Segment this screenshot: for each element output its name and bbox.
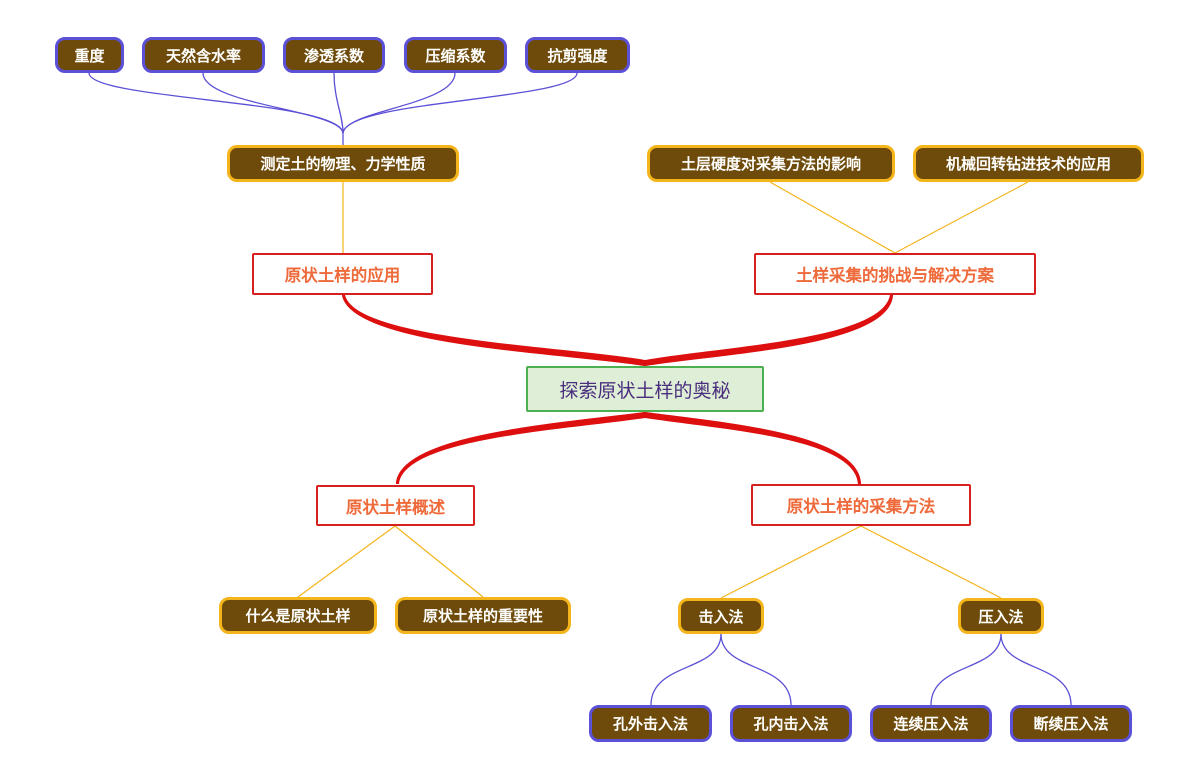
gold-links xyxy=(297,181,1029,599)
topic-label: 什么是原状土样 xyxy=(245,607,351,625)
leaf-intermittent-pressing[interactable]: 断续压入法 xyxy=(1010,705,1132,742)
topic-label: 压入法 xyxy=(978,607,1024,626)
branch-methods[interactable]: 原状土样的采集方法 xyxy=(751,484,971,526)
topic-what-is[interactable]: 什么是原状土样 xyxy=(219,597,377,634)
leaf-label: 重度 xyxy=(74,46,105,65)
branch-application[interactable]: 原状土样的应用 xyxy=(252,253,433,295)
topic-label: 机械回转钻进技术的应用 xyxy=(945,155,1111,173)
branch-challenges-label: 土样采集的挑战与解决方案 xyxy=(796,266,994,285)
branch-methods-label: 原状土样的采集方法 xyxy=(786,497,936,516)
topic-importance[interactable]: 原状土样的重要性 xyxy=(395,597,571,634)
leaf-external-driving[interactable]: 孔外击入法 xyxy=(589,705,712,742)
topic-rotary-drilling[interactable]: 机械回转钻进技术的应用 xyxy=(913,145,1144,182)
leaf-label: 天然含水率 xyxy=(165,46,241,65)
topic-label: 土层硬度对采集方法的影响 xyxy=(680,155,861,173)
branch-overview[interactable]: 原状土样概述 xyxy=(316,485,475,526)
leaf-shear-strength[interactable]: 抗剪强度 xyxy=(525,37,630,73)
topic-driving-method[interactable]: 击入法 xyxy=(678,598,764,634)
root-label: 探索原状土样的奥秘 xyxy=(559,379,731,402)
leaf-label: 渗透系数 xyxy=(303,46,364,65)
topic-physical-mechanical[interactable]: 测定土的物理、力学性质 xyxy=(227,145,459,182)
leaf-unit-weight[interactable]: 重度 xyxy=(55,37,124,73)
branch-overview-label: 原状土样概述 xyxy=(346,497,445,517)
topic-pressing-method[interactable]: 压入法 xyxy=(958,598,1044,634)
leaf-continuous-pressing[interactable]: 连续压入法 xyxy=(870,705,992,742)
leaf-label: 孔内击入法 xyxy=(753,715,829,733)
branch-application-label: 原状土样的应用 xyxy=(284,266,401,285)
leaf-internal-driving[interactable]: 孔内击入法 xyxy=(730,705,852,742)
topic-soil-hardness[interactable]: 土层硬度对采集方法的影响 xyxy=(647,145,895,182)
leaf-label: 连续压入法 xyxy=(893,715,969,733)
blue-links xyxy=(88,72,1072,706)
branch-challenges[interactable]: 土样采集的挑战与解决方案 xyxy=(754,253,1036,295)
leaf-natural-moisture[interactable]: 天然含水率 xyxy=(142,37,265,73)
root-node[interactable]: 探索原状土样的奥秘 xyxy=(526,366,764,412)
leaf-label: 压缩系数 xyxy=(425,46,486,65)
topic-label: 测定土的物理、力学性质 xyxy=(260,155,426,173)
leaf-label: 孔外击入法 xyxy=(612,715,688,733)
leaf-label: 断续压入法 xyxy=(1033,715,1109,733)
leaf-compressibility[interactable]: 压缩系数 xyxy=(404,37,507,73)
leaf-label: 抗剪强度 xyxy=(547,46,608,65)
topic-label: 击入法 xyxy=(698,607,744,626)
topic-label: 原状土样的重要性 xyxy=(422,607,543,625)
leaf-permeability[interactable]: 渗透系数 xyxy=(283,37,385,73)
